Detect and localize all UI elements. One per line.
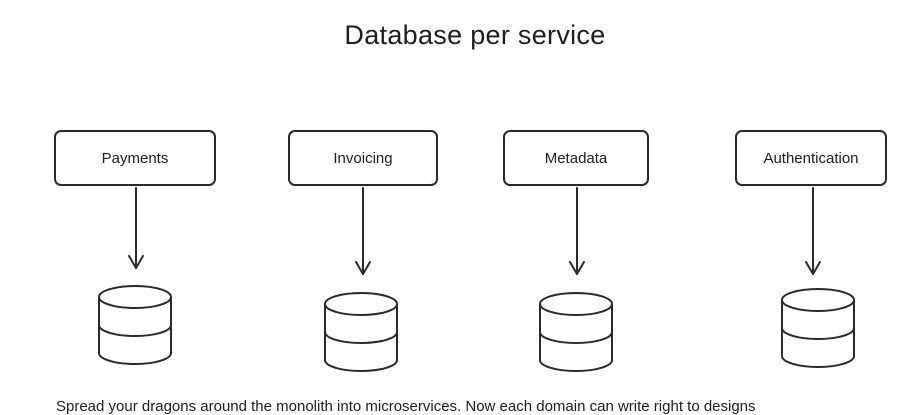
diagram-caption: Spread your dragons around the monolith … (56, 398, 756, 415)
service-label: Payments (101, 149, 169, 167)
database-icon-payments (98, 285, 172, 365)
service-box-authentication: Authentication (735, 130, 887, 186)
arrow-payments (128, 187, 144, 269)
database-icon-metadata (539, 292, 613, 372)
arrow-metadata (569, 187, 585, 275)
service-box-invoicing: Invoicing (288, 130, 438, 186)
database-icon-invoicing (324, 292, 398, 372)
arrow-authentication (805, 187, 821, 275)
arrow-invoicing (355, 187, 371, 275)
database-icon-authentication (781, 288, 855, 368)
service-box-metadata: Metadata (503, 130, 649, 186)
service-label: Invoicing (333, 149, 393, 167)
service-box-payments: Payments (54, 130, 216, 186)
service-label: Metadata (544, 149, 608, 167)
service-label: Authentication (763, 149, 859, 167)
diagram-title: Database per service (344, 20, 606, 50)
